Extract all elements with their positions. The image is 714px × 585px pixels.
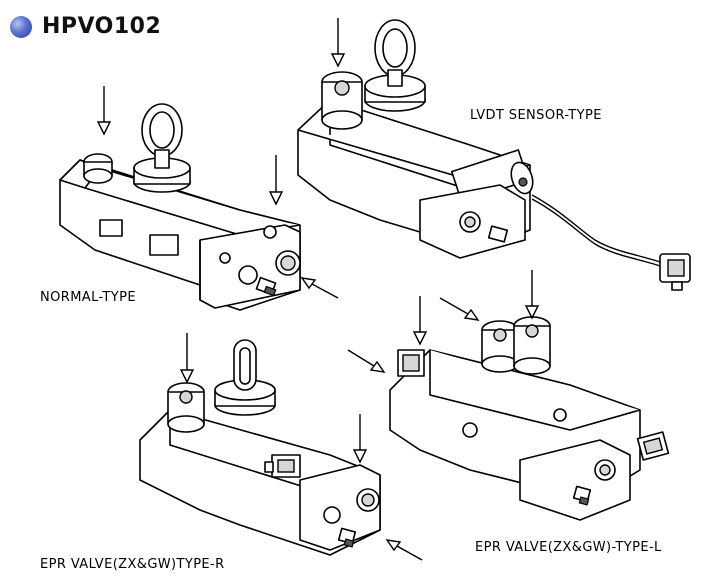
page-title: HPVO102	[42, 14, 162, 39]
title-block: HPVO102	[10, 14, 161, 39]
label-epr-type-r: EPR VALVE(ZX&GW)TYPE-R	[40, 557, 225, 572]
blue-bullet-icon	[10, 15, 32, 38]
label-epr-type-l: EPR VALVE(ZX&GW)-TYPE-L	[475, 540, 662, 555]
label-lvdt-sensor-type: LVDT SENSOR-TYPE	[470, 108, 602, 123]
normal-type-valve	[59, 86, 339, 311]
lvdt-sensor-type-valve	[297, 18, 691, 291]
label-normal-type: NORMAL-TYPE	[40, 290, 136, 305]
epr-type-l-valve	[347, 270, 670, 521]
epr-type-r-valve	[139, 333, 423, 561]
